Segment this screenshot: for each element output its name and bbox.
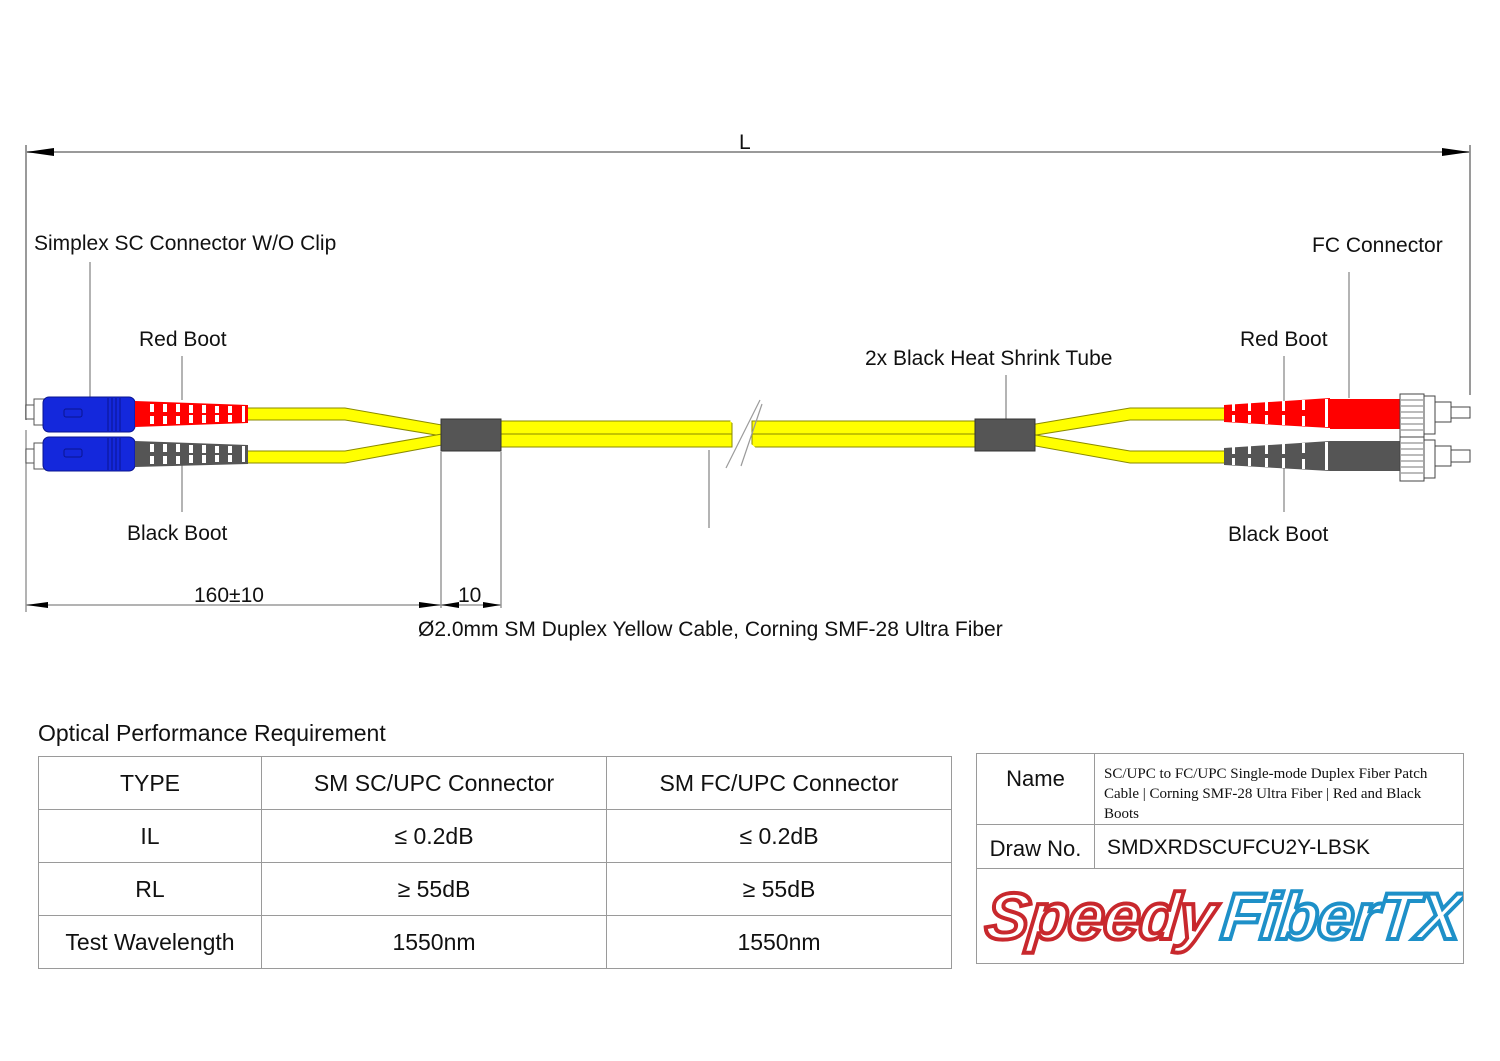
title-block: Name SC/UPC to FC/UPC Single-mode Duplex…	[976, 753, 1464, 964]
arrow-left-icon	[26, 148, 54, 156]
heat-shrink-length-label: 10	[458, 584, 482, 607]
fc-connector-bottom	[1399, 436, 1471, 482]
table-cell: ≤ 0.2dB	[606, 809, 952, 863]
table-cell: ≥ 55dB	[606, 862, 952, 916]
speedyfibertx-logo: Speedy FiberTX	[977, 869, 1463, 964]
table-cell: ≥ 55dB	[261, 862, 607, 916]
arrow-icon	[419, 602, 441, 608]
fc-connector-top	[1399, 393, 1471, 439]
overall-length-dimension	[25, 145, 1471, 420]
arrow-icon	[441, 602, 459, 608]
table-row: IL ≤ 0.2dB ≤ 0.2dB	[38, 809, 952, 863]
cable-drawing	[25, 145, 1471, 612]
name-value: SC/UPC to FC/UPC Single-mode Duplex Fibe…	[1104, 766, 1428, 822]
table-row: RL ≥ 55dB ≥ 55dB	[38, 862, 952, 916]
table-row: Test Wavelength 1550nm 1550nm	[38, 915, 952, 969]
breakout-length-label: 160±10	[194, 584, 264, 607]
left-black-boot-label: Black Boot	[127, 522, 228, 545]
arrow-icon	[26, 602, 48, 608]
right-red-boot	[1224, 398, 1400, 429]
table-header-row: TYPE SM SC/UPC Connector SM FC/UPC Conne…	[38, 756, 952, 810]
heat-shrink-tube-left	[440, 418, 502, 452]
table-cell: Test Wavelength	[38, 915, 262, 969]
cable-spec-label: Ø2.0mm SM Duplex Yellow Cable, Corning S…	[418, 618, 1003, 641]
cable-yellow	[244, 407, 1229, 464]
name-label: Name	[977, 754, 1095, 824]
left-connector-label: Simplex SC Connector W/O Clip	[34, 232, 337, 255]
logo-part1: Speedy	[982, 880, 1223, 954]
cable-break-symbol	[725, 399, 763, 469]
table-cell: 1550nm	[606, 915, 952, 969]
right-black-boot	[1224, 441, 1400, 471]
leader-lines	[89, 262, 1350, 608]
left-red-boot-label: Red Boot	[139, 328, 227, 351]
table-cell: 1550nm	[261, 915, 607, 969]
header-cell: SM FC/UPC Connector	[606, 756, 952, 810]
performance-table: TYPE SM SC/UPC Connector SM FC/UPC Conne…	[38, 756, 952, 969]
header-cell: TYPE	[38, 756, 262, 810]
table-cell: ≤ 0.2dB	[261, 809, 607, 863]
sc-connector-bottom	[25, 436, 136, 472]
sc-connector-top	[25, 396, 136, 433]
right-black-boot-label: Black Boot	[1228, 523, 1329, 546]
draw-no-value: SMDXRDSCUFCU2Y-LBSK	[1107, 836, 1370, 859]
arrow-right-icon	[1442, 148, 1470, 156]
table-cell: IL	[38, 809, 262, 863]
draw-no-label: Draw No.	[977, 824, 1095, 868]
left-black-boot	[135, 441, 248, 467]
arrow-icon	[483, 602, 501, 608]
right-red-boot-label: Red Boot	[1240, 328, 1328, 351]
right-connector-label: FC Connector	[1312, 234, 1443, 257]
table-cell: RL	[38, 862, 262, 916]
draw-no-row: Draw No. SMDXRDSCUFCU2Y-LBSK	[977, 824, 1463, 869]
name-row: Name SC/UPC to FC/UPC Single-mode Duplex…	[977, 754, 1463, 825]
left-red-boot	[135, 401, 248, 427]
heat-shrink-tube-right	[974, 418, 1036, 452]
performance-title: Optical Performance Requirement	[38, 720, 386, 746]
logo-part2: FiberTX	[1218, 880, 1463, 954]
header-cell: SM SC/UPC Connector	[261, 756, 607, 810]
overall-length-label: L	[739, 131, 751, 154]
heat-shrink-label: 2x Black Heat Shrink Tube	[865, 347, 1113, 370]
